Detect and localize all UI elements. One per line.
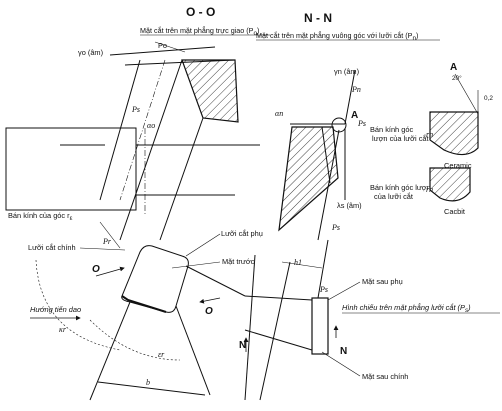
reference-line bbox=[317, 129, 340, 241]
axis-line bbox=[119, 59, 166, 201]
po-label: Po bbox=[158, 41, 167, 50]
leader-line bbox=[321, 351, 361, 377]
alpha-n-label: αn bbox=[275, 109, 283, 118]
reference-line bbox=[99, 59, 141, 201]
leader-line bbox=[79, 247, 126, 251]
o-left-label: O bbox=[92, 264, 100, 275]
leader-line bbox=[327, 281, 361, 301]
workpiece bbox=[5, 127, 260, 215]
cacbit-label: Cacbit bbox=[444, 207, 465, 216]
projection-edge bbox=[259, 261, 291, 401]
main-edge-label: Lưỡi cắt chính bbox=[28, 243, 76, 252]
cacbit-note-line2: của lưỡi cắt bbox=[374, 192, 413, 201]
ceramic-label: Ceramic bbox=[444, 161, 472, 170]
projection-edge bbox=[244, 254, 256, 401]
tool-edge-line bbox=[119, 59, 183, 241]
leader-line bbox=[185, 233, 221, 257]
corner-radius-label: Bán kính của góc rε bbox=[8, 211, 73, 222]
workpiece-body bbox=[5, 127, 137, 211]
insert-section-oo bbox=[181, 59, 239, 123]
insert-outline bbox=[121, 245, 189, 313]
main-flank-label: Mặt sau chính bbox=[362, 372, 408, 381]
dimension-line bbox=[454, 73, 479, 115]
kr-label: κr bbox=[59, 325, 67, 334]
angle-arc bbox=[35, 259, 121, 351]
shank-edge bbox=[185, 265, 246, 297]
cacbit-rn-label: rn bbox=[426, 185, 433, 194]
shank-edge bbox=[89, 301, 131, 401]
section-oo-title: O - O bbox=[186, 5, 215, 19]
cacbit-note-line1: Bán kính góc lượn bbox=[370, 183, 431, 192]
projection-insert bbox=[311, 297, 329, 355]
tool-edge-line bbox=[321, 126, 331, 184]
o-right-label: O bbox=[205, 306, 213, 317]
feed-direction-label: Hướng tiến dao bbox=[30, 305, 81, 314]
dimension-line bbox=[154, 41, 186, 53]
point-a-label: A bbox=[351, 110, 358, 121]
ceramic-note-line1: Bán kính góc bbox=[370, 125, 413, 134]
angle-arc bbox=[89, 319, 181, 361]
ps-label-nn2: Ps bbox=[331, 223, 340, 232]
lambda-s-label: λs (âm) bbox=[337, 201, 362, 210]
reference-line bbox=[317, 239, 329, 299]
gamma-o-label: γo (âm) bbox=[78, 48, 103, 57]
minor-flank-label: Mặt sau phụ bbox=[362, 277, 403, 286]
pn-label: Pn bbox=[351, 85, 361, 94]
section-nn-caption: Mặt cắt trên mặt phẳng vuông góc với lưỡ… bbox=[256, 31, 418, 42]
ceramic-insert-detail bbox=[429, 111, 479, 156]
n-right-label: N bbox=[340, 346, 347, 357]
gamma-n-label: γn (âm) bbox=[334, 67, 359, 76]
ps-label-oo: Ps bbox=[131, 105, 140, 114]
shank-edge bbox=[175, 305, 211, 396]
section-arrow bbox=[199, 297, 221, 304]
insert-section-nn bbox=[278, 126, 339, 232]
main-cutting-edge bbox=[121, 295, 167, 313]
reference-line bbox=[109, 46, 216, 56]
tool-edge-line bbox=[159, 117, 204, 241]
b-label: b bbox=[146, 378, 150, 387]
projection-edge bbox=[244, 329, 313, 351]
cacbit-insert-detail bbox=[429, 167, 471, 202]
detail-a-label: A bbox=[450, 62, 457, 73]
ceramic-rn-label: rn bbox=[426, 130, 433, 139]
leader-line bbox=[171, 261, 221, 269]
section-arrow bbox=[95, 266, 125, 277]
section-oo-caption: Mặt cắt trên mặt phẳng trực giao (Po) bbox=[140, 26, 259, 37]
leader-line bbox=[99, 221, 121, 249]
section-oo: O - O Mặt cắt trên mặt phẳng trực giao (… bbox=[78, 5, 270, 241]
ps-projection-label: Ps bbox=[319, 285, 328, 294]
pr-label: Pr bbox=[102, 237, 112, 246]
section-nn-title: N - N bbox=[304, 11, 332, 25]
h1-label: h1 bbox=[294, 258, 302, 267]
projection-ps: Mặt sau phụ Hình chiếu trên mặt phẳng lư… bbox=[239, 239, 500, 401]
detail-circle bbox=[331, 117, 347, 133]
n-left-label: N bbox=[239, 340, 246, 351]
section-nn: N - N Mặt cắt trên mặt phẳng vuông góc v… bbox=[256, 11, 440, 241]
rake-face-label: Mặt trước bbox=[222, 257, 255, 266]
reference-line bbox=[344, 69, 356, 125]
projection-title: Hình chiếu trên mặt phẳng lưỡi cắt (Ps) bbox=[342, 303, 471, 314]
minor-edge-label: Lưỡi cắt phụ bbox=[221, 229, 263, 238]
projection-edge bbox=[244, 295, 313, 301]
ps-label-nn: Ps bbox=[357, 119, 366, 128]
detail-a: A 20° 0,2 Bán kính góc lượn của lưỡi cắt… bbox=[370, 62, 493, 216]
alpha-o-label: αo bbox=[147, 121, 155, 130]
tool-plan-view: Bán kính của góc rε Lưỡi cắt chính Pr Lư… bbox=[8, 211, 323, 401]
ceramic-note-line2: lượn của lưỡi cắt bbox=[372, 134, 429, 143]
shank-base bbox=[97, 381, 206, 396]
dimension-line bbox=[281, 261, 323, 269]
er-label: εr bbox=[158, 350, 165, 359]
dim-label: 0,2 bbox=[484, 95, 493, 102]
